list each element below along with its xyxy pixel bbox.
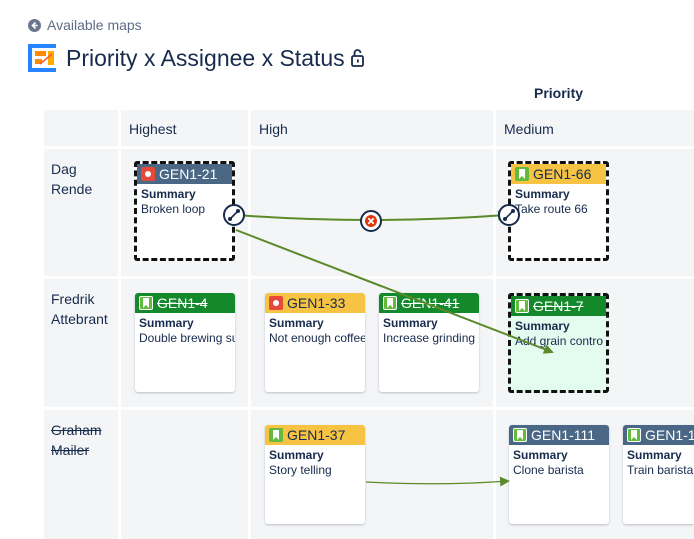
issue-card-gen1-37[interactable]: GEN1-37 Summary Story telling — [265, 425, 365, 524]
grid-cell[interactable] — [121, 410, 248, 539]
issue-card-gen1-111[interactable]: GEN1-111 Summary Clone barista — [509, 425, 609, 524]
summary-text: Take route 66 — [515, 202, 588, 216]
issue-key: GEN1-21 — [159, 166, 218, 182]
card-header: GEN1-37 — [265, 425, 365, 445]
row-header-dag-rende: Dag Rende — [44, 149, 118, 276]
issue-key: GEN1-37 — [287, 427, 346, 443]
row-header-line: Attebrant — [51, 311, 108, 327]
blocker-icon — [269, 296, 283, 310]
link-line[interactable] — [365, 476, 510, 487]
issue-card-gen1-7[interactable]: GEN1-7 Summary Add grain contro — [508, 293, 609, 393]
row-header-line: Graham — [51, 422, 102, 438]
column-header-high: High — [251, 110, 493, 146]
card-header: GEN1-4 — [135, 293, 235, 313]
blocker-icon — [141, 167, 155, 181]
summary-label: Summary — [627, 448, 682, 462]
summary-label: Summary — [141, 187, 196, 201]
story-bookmark-icon — [139, 296, 153, 310]
page-title: Priority x Assignee x Status — [66, 44, 345, 71]
summary-label: Summary — [269, 316, 324, 330]
summary-label: Summary — [513, 448, 568, 462]
issue-key: GEN1-66 — [533, 166, 592, 182]
issue-card-gen1-33[interactable]: GEN1-33 Summary Not enough coffee — [265, 293, 365, 392]
summary-label: Summary — [383, 316, 438, 330]
summary-text: Increase grinding — [383, 331, 476, 345]
card-header: GEN1-1 — [623, 425, 694, 445]
card-header: GEN1-21 — [137, 164, 232, 184]
link-handle-icon[interactable] — [498, 204, 520, 226]
summary-text: Story telling — [269, 463, 332, 477]
row-header-line: Dag — [51, 161, 77, 177]
page-header: Priority x Assignee x Status — [26, 42, 367, 74]
issue-card-gen1-66[interactable]: GEN1-66 Summary Take route 66 — [508, 161, 609, 261]
story-bookmark-icon — [627, 428, 641, 442]
row-header-line: Fredrik — [51, 291, 95, 307]
card-header: GEN1-33 — [265, 293, 365, 313]
summary-text: Add grain contro — [515, 334, 604, 348]
summary-text: Train barista — [627, 463, 694, 477]
issue-key: GEN1-1 — [645, 427, 694, 443]
issue-key: GEN1-7 — [533, 298, 584, 314]
story-bookmark-icon — [515, 167, 529, 181]
story-bookmark-icon — [515, 299, 529, 313]
row-header-graham-mailer: Graham Mailer — [44, 410, 118, 539]
issue-key: GEN1-33 — [287, 295, 346, 311]
summary-label: Summary — [139, 316, 194, 330]
summary-text: Broken loop — [141, 202, 206, 216]
story-bookmark-icon — [383, 296, 397, 310]
issue-card-gen1-partial[interactable]: GEN1-1 Summary Train barista — [623, 425, 694, 524]
link-line-dragging[interactable] — [235, 229, 554, 354]
column-axis-title: Priority — [534, 85, 584, 101]
column-header-medium: Medium — [496, 110, 694, 146]
arrow-left-circle-icon — [28, 18, 41, 32]
card-header: GEN1-7 — [511, 296, 606, 316]
map-grid-icon — [28, 44, 56, 72]
row-header-fredrik-attebrant: Fredrik Attebrant — [44, 279, 118, 407]
link-handle-icon[interactable] — [223, 204, 245, 226]
grid-corner — [44, 110, 118, 146]
issue-card-gen1-21[interactable]: GEN1-21 Summary Broken loop — [134, 161, 235, 261]
row-header-line: Mailer — [51, 442, 90, 458]
summary-label: Summary — [515, 187, 570, 201]
back-link-label: Available maps — [47, 17, 142, 33]
issue-key: GEN1-111 — [531, 427, 596, 443]
summary-label: Summary — [269, 448, 324, 462]
row-header-line: Rende — [51, 181, 93, 197]
unlock-icon[interactable] — [349, 48, 367, 68]
issue-key: GEN1-4 — [157, 295, 208, 311]
story-bookmark-icon — [269, 428, 283, 442]
summary-label: Summary — [515, 319, 570, 333]
summary-text: Clone barista — [513, 463, 584, 477]
card-header: GEN1-111 — [509, 425, 609, 445]
issue-card-gen1-4[interactable]: GEN1-4 Summary Double brewing su — [135, 293, 235, 392]
story-bookmark-icon — [513, 428, 527, 442]
remove-link-icon[interactable] — [360, 210, 382, 232]
summary-text: Not enough coffee — [269, 331, 365, 345]
card-header: GEN1-66 — [511, 164, 606, 184]
column-header-highest: Highest — [121, 110, 248, 146]
issue-card-gen1-41[interactable]: GEN1-41 Summary Increase grinding — [379, 293, 479, 392]
summary-text: Double brewing su — [139, 331, 235, 345]
back-to-available-maps-link[interactable]: Available maps — [28, 17, 142, 33]
